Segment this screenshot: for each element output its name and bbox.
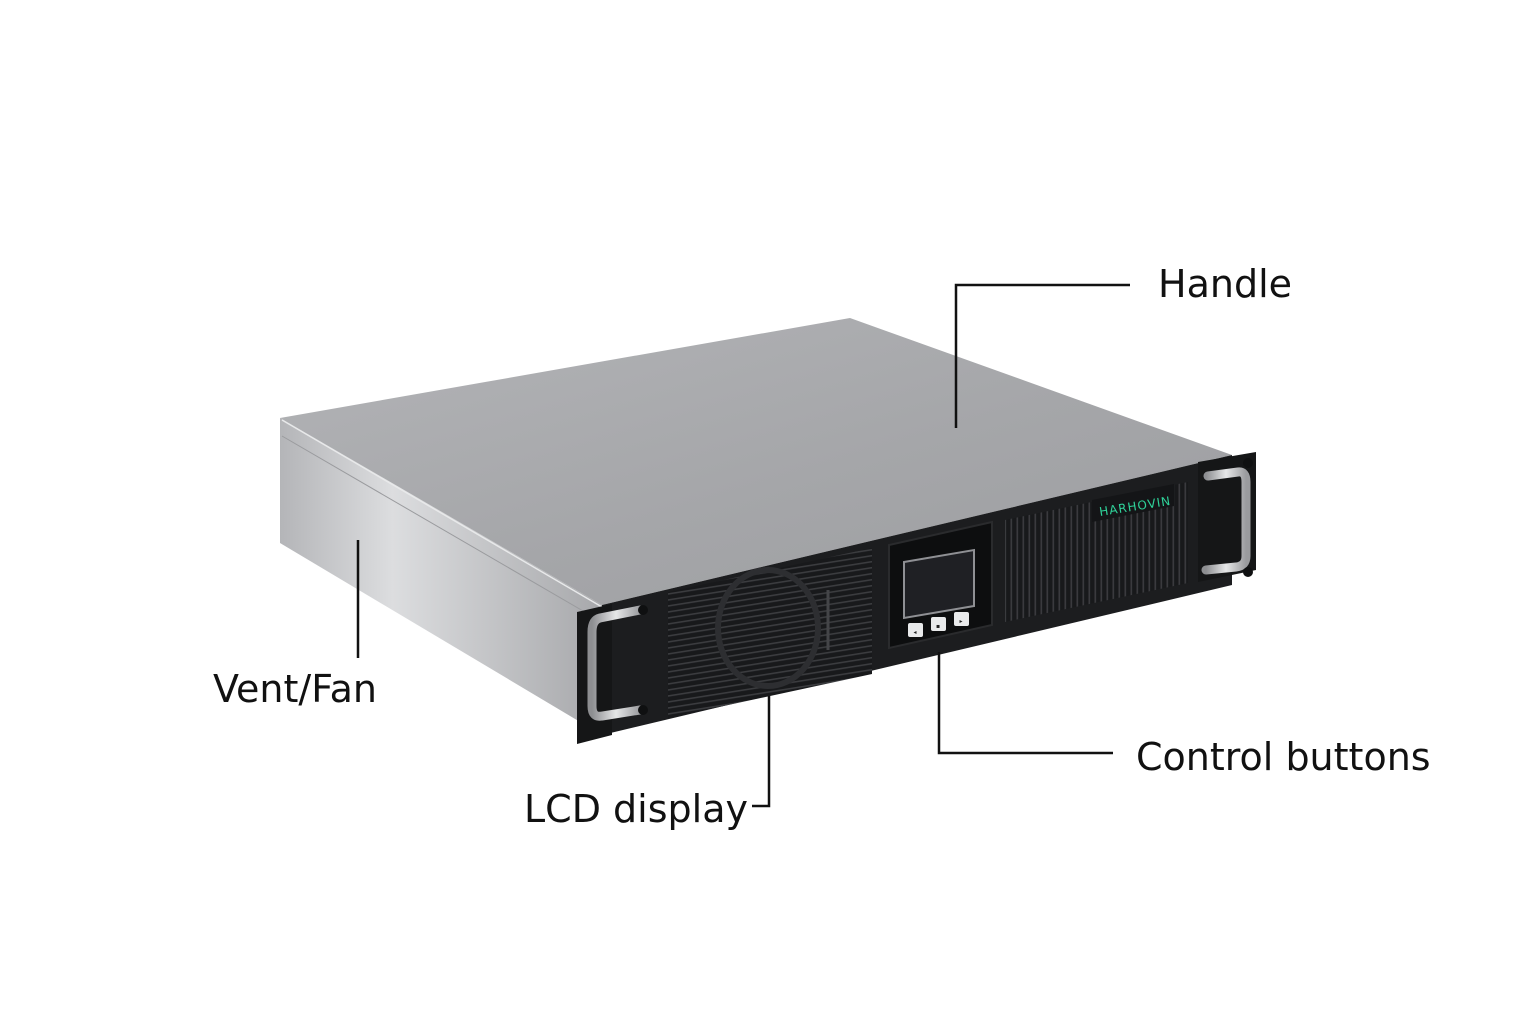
control-button-3[interactable] — [954, 612, 969, 626]
svg-text:◂: ◂ — [913, 629, 916, 636]
fan-icon — [715, 567, 821, 689]
vent-grille-right — [1005, 482, 1188, 622]
handle-left[interactable] — [587, 605, 648, 721]
callout-line-control-buttons — [937, 652, 1113, 755]
svg-text:▪: ▪ — [936, 623, 940, 630]
control-button-2[interactable] — [931, 617, 946, 631]
vent-grille-left — [668, 548, 872, 718]
control-button-1[interactable] — [908, 623, 923, 637]
callout-line-handle — [954, 283, 1130, 428]
callout-label-vent-fan: Vent/Fan — [213, 667, 377, 711]
callout-label-lcd-display: LCD display — [524, 787, 748, 831]
svg-text:▸: ▸ — [959, 618, 962, 625]
callout-label-control-buttons: Control buttons — [1136, 735, 1431, 779]
brand-plate — [1092, 484, 1174, 522]
lcd-screen — [903, 548, 975, 620]
callout-line-lcd-display — [752, 696, 771, 808]
chassis-top-panel — [280, 318, 1232, 605]
handle-right[interactable] — [1201, 458, 1253, 577]
chassis-side-panel — [280, 418, 602, 735]
callout-label-handle: Handle — [1158, 262, 1293, 306]
